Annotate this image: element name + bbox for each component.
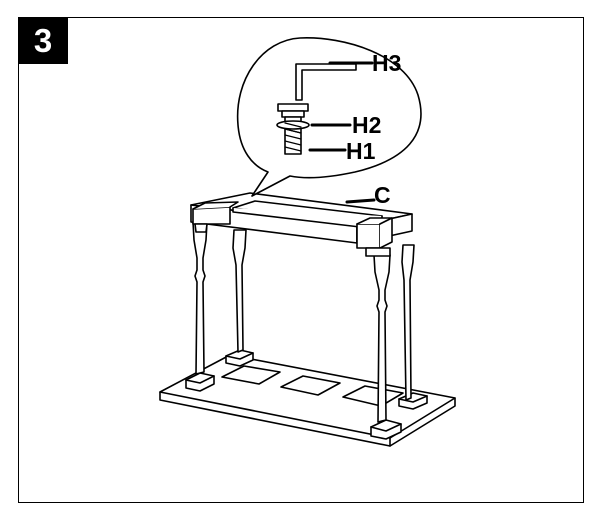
label-h1: H1 [346,138,376,164]
c-leader [345,198,376,204]
back-legs [232,229,415,401]
label-h2: H2 [352,112,381,138]
washer-h2 [276,120,310,134]
top-frame [190,192,413,257]
step-number-badge: 3 [18,17,68,64]
label-c: C [374,182,391,208]
front-legs [192,221,391,423]
label-h3: H3 [372,50,401,76]
hardware-callout [236,37,422,197]
leg-feet [185,349,428,440]
